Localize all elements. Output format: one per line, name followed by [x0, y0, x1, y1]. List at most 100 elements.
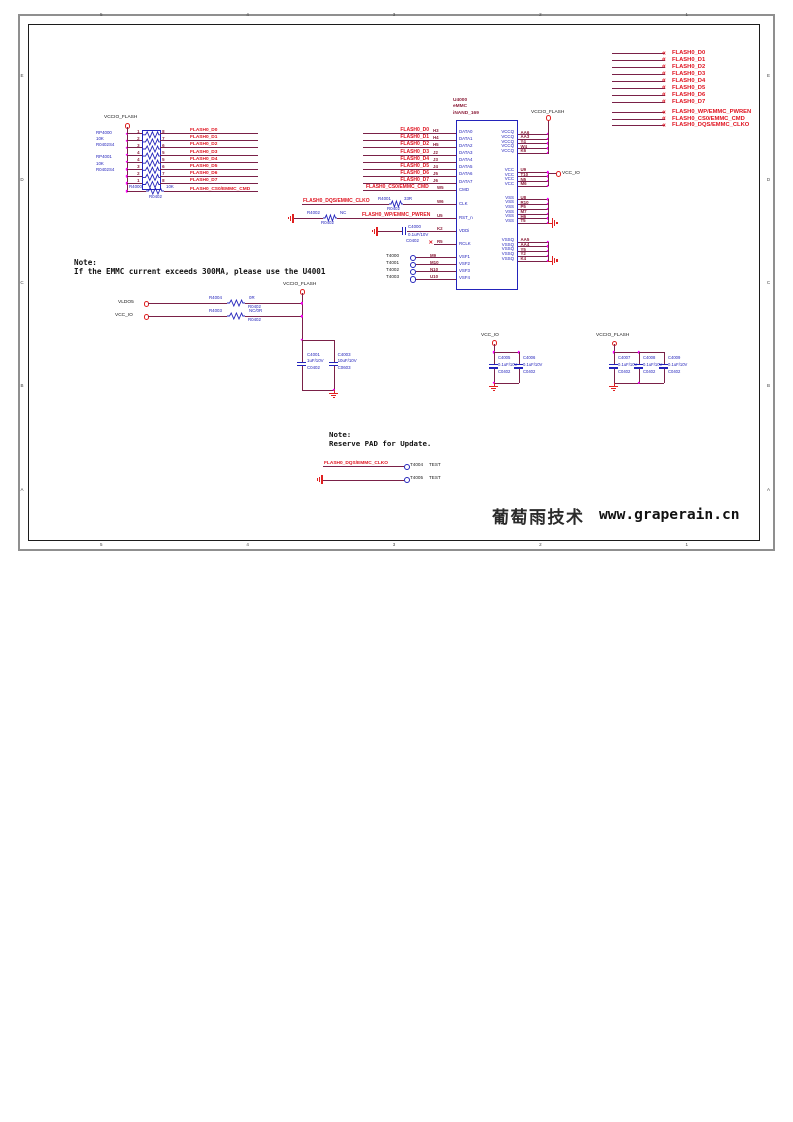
chip-part-number: iNAND_169 [453, 110, 479, 116]
wire [301, 340, 334, 341]
wire [612, 101, 665, 103]
c4008-package: C0402 [643, 369, 656, 375]
pack-pin-number: 5 [162, 149, 165, 155]
r4001-ref: R4001 [378, 196, 391, 202]
ground-icon [490, 387, 497, 389]
c4009-ref: C4009 [668, 355, 681, 361]
zone-label: D [20, 176, 24, 182]
wire [126, 161, 142, 163]
port-chevron-icon: « [662, 63, 666, 71]
pullup-row: 2 7 FLASH0_D1 [125, 135, 262, 144]
c4008-ref: C4008 [643, 355, 656, 361]
wire [147, 316, 227, 318]
wire [612, 87, 665, 89]
zone-label: 5 [99, 541, 103, 547]
chip-pin-name: VSSQ [501, 246, 514, 252]
chip-pin-name: VCCQ [501, 133, 514, 139]
chip-pin-name: VCC [504, 180, 514, 186]
bus-wire [547, 119, 549, 154]
offpage-port-row: « FLASH0_D4 [612, 77, 762, 85]
wire [415, 257, 456, 259]
wire [245, 316, 302, 318]
chip-type: eMMC [453, 104, 468, 109]
zone-label: 2 [539, 541, 542, 547]
r4004-package: R0402 [248, 304, 261, 310]
net-label: FLASH0_D1 [400, 134, 429, 141]
chip-pin-number: N10 [430, 266, 439, 272]
zone-label: A [766, 486, 770, 492]
net-label: FLASH0_DQS/EMMC_CLKO [303, 198, 370, 205]
wire [518, 204, 548, 206]
wire [126, 154, 142, 156]
power-node-icon [555, 171, 561, 177]
wire [518, 134, 548, 136]
wire [493, 383, 519, 384]
chip-pin-name: VSSQ [501, 250, 514, 256]
capacitor-icon [488, 363, 499, 366]
zone-label: 4 [246, 11, 249, 17]
capacitor-icon [296, 365, 307, 367]
port-chevron-icon: « [662, 70, 666, 78]
frame-outer [18, 14, 775, 551]
chip-pin-name-row: DATA4 [459, 158, 489, 165]
wire [493, 344, 495, 353]
wire [363, 140, 456, 142]
r4000-ref: R4000 [129, 184, 142, 190]
note-line: Note: [329, 429, 352, 439]
pullup-rows: 1 8 FLASH0_D0 2 7 FLASH0_D1 3 6 FLASH0_D… [125, 128, 262, 187]
ground-icon [333, 390, 335, 393]
chip-pin-number: AA4 [520, 241, 530, 247]
wire [245, 303, 302, 305]
chip-pin-name: VSSQ [501, 255, 514, 261]
data-net-row: FLASH0_D2 H5 [363, 142, 456, 151]
chip-pin-name: DATA6 [459, 171, 473, 177]
wire [612, 94, 665, 96]
pack-pin-number: 7 [162, 135, 165, 141]
pullup-row: 4 5 FLASH0_D4 [125, 157, 262, 165]
wire [403, 204, 456, 206]
power-pin-row: VCC M6 [474, 180, 549, 188]
zone-label: C [766, 279, 771, 285]
c4006-package: C0402 [523, 369, 536, 375]
resistor-zigzag [389, 199, 403, 209]
power-rail-label: VCCIO_FLASH [104, 114, 138, 120]
testpoint-label: TEST [429, 462, 441, 467]
chip-pin-number: M10 [430, 259, 439, 265]
ground-icon [290, 215, 292, 222]
pullup-row: 4 5 FLASH0_D3 [125, 149, 262, 158]
net-label: FLASH0_DQS/EMMC_CLKO [672, 122, 750, 129]
resistor-pack-body [142, 129, 161, 190]
wire [612, 60, 665, 62]
chip-pin-number: H5 [433, 142, 439, 148]
testpoint-pad-icon [403, 464, 410, 471]
chip-pin-name: VSF3 [459, 267, 470, 273]
testpoint-row: T4001 M10 [386, 259, 456, 269]
c4007-ref: C4007 [618, 355, 631, 361]
capacitor-icon [513, 363, 524, 366]
wire [159, 161, 258, 163]
chip-pin-number: J4 [433, 163, 438, 169]
c4007-package: C0402 [618, 369, 631, 375]
chip-pin-name: VCCQ [501, 138, 514, 144]
port-chevron-icon: « [662, 84, 666, 92]
port-chevron-icon: « [662, 49, 666, 57]
r4002-ref: R4002 [307, 210, 320, 216]
capacitor-icon [608, 367, 619, 369]
chip-pin-name: DATA4 [459, 157, 473, 163]
chip-pin-name-row: VSF2 [459, 261, 489, 269]
wire [493, 368, 495, 383]
chip-pin-name: DATA5 [459, 164, 473, 170]
wire [518, 255, 548, 257]
port-chevron-icon: « [662, 115, 666, 123]
wire [333, 366, 335, 390]
chip-pin-name: VSF1 [459, 253, 470, 259]
chip-pin-name: DATA2 [459, 143, 473, 149]
power-node-icon [545, 115, 551, 121]
chip-pin-name: VCC [504, 171, 514, 177]
r4003-ref: R4003 [209, 308, 222, 313]
chip-pin-name: VSF4 [459, 274, 470, 280]
c4003-package: C0603 [337, 365, 351, 371]
junction-dot [546, 171, 549, 175]
port-chevron-icon: « [662, 121, 666, 129]
